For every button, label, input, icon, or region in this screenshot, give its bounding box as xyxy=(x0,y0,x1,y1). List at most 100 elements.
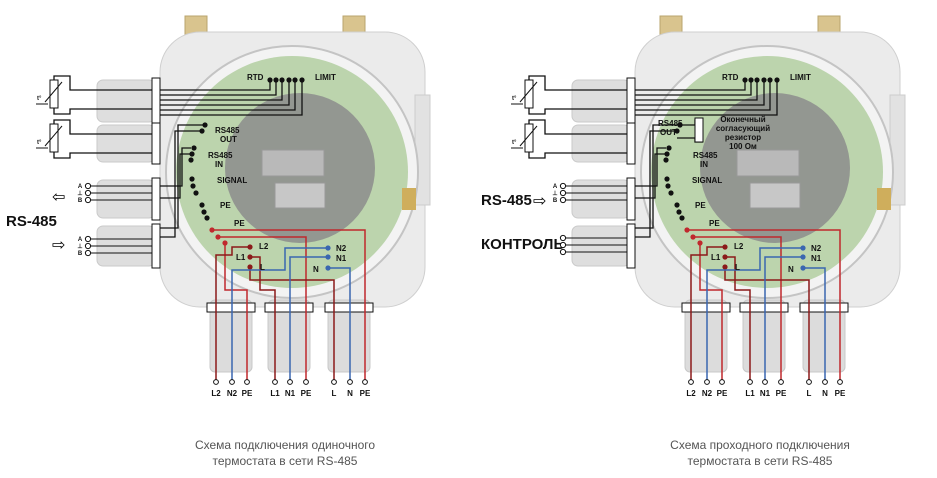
cable-gland xyxy=(571,124,631,163)
bus-pin-label: B xyxy=(553,198,558,204)
cable-gland xyxy=(327,299,371,373)
wire xyxy=(724,267,810,380)
bus-pin-label: A xyxy=(78,237,83,243)
terminal-dot xyxy=(800,254,806,260)
bottom-terminal-label: N1 xyxy=(760,389,771,398)
terminal-label-pe: PE xyxy=(709,219,720,228)
terminal-label-rs485-out: OUT xyxy=(220,135,237,144)
wire xyxy=(803,267,826,380)
wire xyxy=(215,246,250,380)
terminal-dot xyxy=(754,77,760,83)
bus-pin xyxy=(84,189,92,197)
wire xyxy=(160,80,283,101)
indicator xyxy=(877,188,891,210)
caption-single: Схема подключения одиночного термостата … xyxy=(135,437,435,469)
terminal-label-l1: L1 xyxy=(711,253,721,262)
wire xyxy=(528,152,627,159)
gland-plate xyxy=(626,223,636,269)
terminal-dot xyxy=(189,176,195,182)
terminal-dot xyxy=(748,77,754,83)
terminal-label-rtd: RTD xyxy=(247,73,264,82)
wire xyxy=(635,80,765,106)
bottom-terminal-label: PE xyxy=(301,389,312,398)
wire xyxy=(528,119,627,135)
caption-passthrough: Схема проходного подключения термостата … xyxy=(610,437,910,469)
wire xyxy=(160,80,290,106)
gland-plate xyxy=(151,77,161,125)
terminal-label-n1: N1 xyxy=(811,254,822,263)
caption-line: термостата в сети RS-485 xyxy=(212,454,358,468)
bus-pin-label: B xyxy=(78,251,83,257)
cable-gland xyxy=(96,124,156,163)
arrow-right-icon: ⇨ xyxy=(533,191,546,210)
display-screen xyxy=(274,182,326,209)
terminating-resistor xyxy=(694,117,704,143)
output-terminal xyxy=(778,379,784,385)
terminal-label-n: N xyxy=(313,265,319,274)
wire xyxy=(635,80,758,101)
cable-gland xyxy=(209,299,253,373)
bus-pin-label: ⊥ xyxy=(552,190,557,197)
terminal-dot xyxy=(325,265,331,271)
bus-pin xyxy=(559,189,567,197)
terminal-dot xyxy=(800,265,806,271)
wire xyxy=(699,243,723,380)
control-label: КОНТРОЛЬ xyxy=(481,236,564,253)
terminal-dot xyxy=(273,77,279,83)
terminal-dot xyxy=(325,245,331,251)
terminal-dot xyxy=(325,254,331,260)
gland-plate xyxy=(799,302,849,313)
wire xyxy=(160,80,277,96)
terminal-label-n2: N2 xyxy=(811,244,822,253)
bottom-terminal-label: L1 xyxy=(745,389,755,398)
wire xyxy=(528,75,627,91)
bus-pin xyxy=(84,249,92,257)
wire xyxy=(160,80,296,111)
bottom-terminal-label: PE xyxy=(717,389,728,398)
terminal-label-rs485-in: RS485 xyxy=(208,151,233,160)
wire xyxy=(160,147,191,187)
terminal-dot xyxy=(665,183,671,189)
rs485-label: RS-485 xyxy=(6,213,57,230)
terminal-dot xyxy=(722,244,728,250)
terminal-label-limit: LIMIT xyxy=(790,73,811,82)
arrow-right-icon: ⇨ xyxy=(52,235,65,254)
terminal-label-signal: SIGNAL xyxy=(692,176,722,185)
wire xyxy=(53,75,152,91)
wire xyxy=(53,108,152,115)
wire xyxy=(764,256,803,380)
bottom-terminal-label: L xyxy=(332,389,337,398)
terminal-label-rs485-out: RS485 xyxy=(658,119,683,128)
terminal-dot xyxy=(215,234,221,240)
bus-pin xyxy=(84,196,92,204)
terminal-label-n2: N2 xyxy=(336,244,347,253)
resistor-note: Оконечный xyxy=(720,115,765,124)
terminal-label-signal: SIGNAL xyxy=(217,176,247,185)
bus-pin-label: ⊥ xyxy=(77,243,82,250)
wire xyxy=(706,247,803,380)
output-terminal xyxy=(688,379,694,385)
output-terminal xyxy=(331,379,337,385)
gland-plate xyxy=(626,77,636,125)
terminal-dot xyxy=(188,157,194,163)
gland-plate xyxy=(626,122,636,165)
wire xyxy=(250,256,276,380)
output-terminal xyxy=(213,379,219,385)
rs485-label: RS-485 xyxy=(481,192,532,209)
display-screen xyxy=(749,182,801,209)
resistor-note: 100 Ом xyxy=(729,142,757,151)
wire xyxy=(635,124,680,229)
sensor-label: t° xyxy=(37,96,42,102)
resistor-note: согласующий xyxy=(716,124,770,133)
output-terminal xyxy=(244,379,250,385)
bus-pin-label: B xyxy=(78,198,83,204)
output-terminal xyxy=(704,379,710,385)
terminal-dot xyxy=(247,244,253,250)
wire xyxy=(160,124,205,229)
bus-pin xyxy=(84,235,92,243)
wire xyxy=(249,267,335,380)
wire xyxy=(635,80,778,116)
